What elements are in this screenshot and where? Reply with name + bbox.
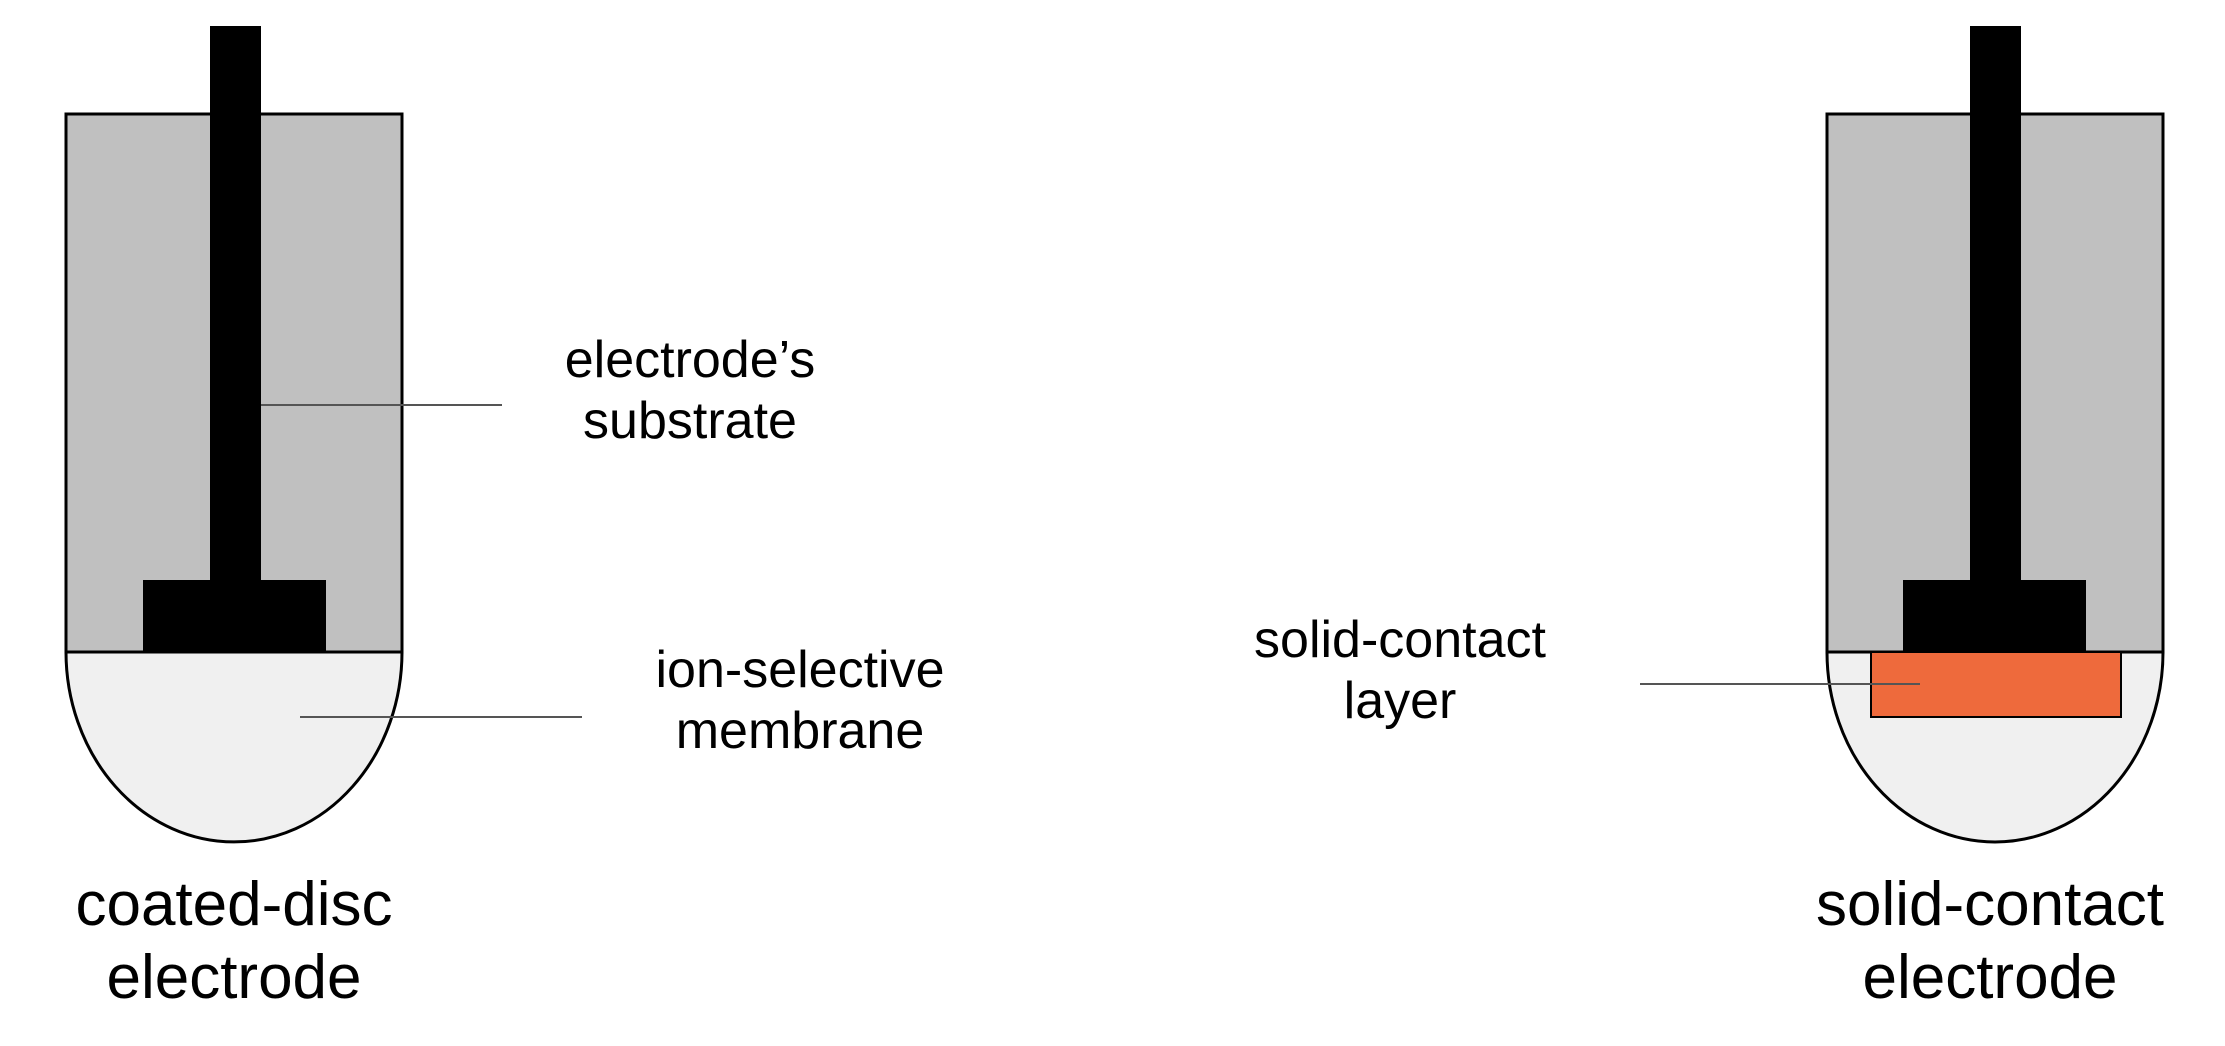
- solid-contact-label-line2: layer: [1343, 672, 1457, 731]
- substrate-label-line2: substrate: [583, 392, 797, 451]
- solid-contact-electrode-title: solid-contact electrode: [1760, 868, 2220, 1014]
- coated-disc-electrode-title: coated-disc electrode: [4, 868, 464, 1014]
- coated-disc-electrode: [64, 26, 404, 844]
- left-membrane: [64, 650, 404, 844]
- right-conductor-rod: [1970, 26, 2021, 592]
- solid-contact-title-line2: electrode: [1862, 943, 2118, 1013]
- solid-contact-electrode: [1825, 26, 2165, 844]
- coated-disc-title-line2: electrode: [106, 943, 362, 1013]
- solid-contact-title-line1: solid-contact: [1815, 870, 2165, 939]
- substrate-label: electrode’s substrate: [520, 330, 860, 453]
- right-conductor-disc: [1903, 580, 2086, 652]
- solid-contact-layer-label: solid-contact layer: [1190, 610, 1610, 733]
- substrate-label-line1: electrode’s: [564, 331, 816, 389]
- coated-disc-title-line1: coated-disc: [75, 870, 393, 939]
- left-conductor-rod: [210, 26, 261, 592]
- solid-contact-label-line1: solid-contact: [1254, 611, 1546, 669]
- membrane-label-line1: ion-selective: [655, 641, 945, 699]
- left-conductor-disc: [143, 580, 326, 652]
- membrane-label-line2: membrane: [675, 702, 925, 761]
- membrane-label: ion-selective membrane: [600, 640, 1000, 763]
